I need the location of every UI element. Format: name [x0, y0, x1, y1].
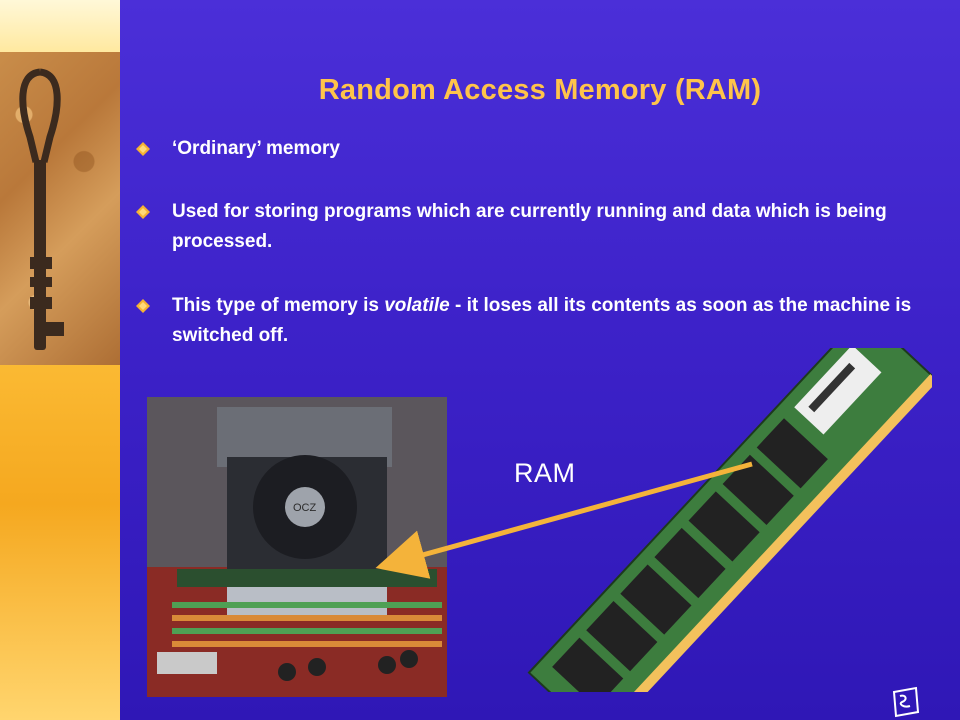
bullet-item: Used for storing programs which are curr… — [136, 197, 936, 257]
bullet-text-before: This type of memory is — [172, 295, 385, 316]
bullet-text-after: - it loses all its contents as soon as t… — [172, 295, 912, 346]
bullet-list: ‘Ordinary’ memory Used for storing progr… — [136, 134, 936, 351]
bullet-item: ‘Ordinary’ memory — [136, 134, 936, 164]
slide-title: Random Access Memory (RAM) — [318, 74, 762, 106]
diamond-bullet-icon — [136, 205, 150, 219]
ram-callout-label: RAM — [514, 458, 576, 488]
bullet-text: Used for storing programs which are curr… — [172, 201, 887, 252]
bullet-text: ‘Ordinary’ memory — [172, 138, 340, 159]
old-key-photo — [0, 52, 120, 365]
ram-module-photo — [520, 311, 938, 720]
diamond-bullet-icon — [136, 299, 150, 313]
scribble-logo-icon — [892, 686, 920, 718]
diamond-bullet-icon — [136, 142, 150, 156]
volatile-emphasis: volatile — [384, 295, 450, 316]
key-icon — [19, 68, 64, 350]
bullet-item: This type of memory is volatile - it los… — [136, 291, 936, 351]
motherboard-photo: OCZ — [147, 397, 447, 697]
cooler-brand-label: OCZ — [293, 502, 317, 514]
